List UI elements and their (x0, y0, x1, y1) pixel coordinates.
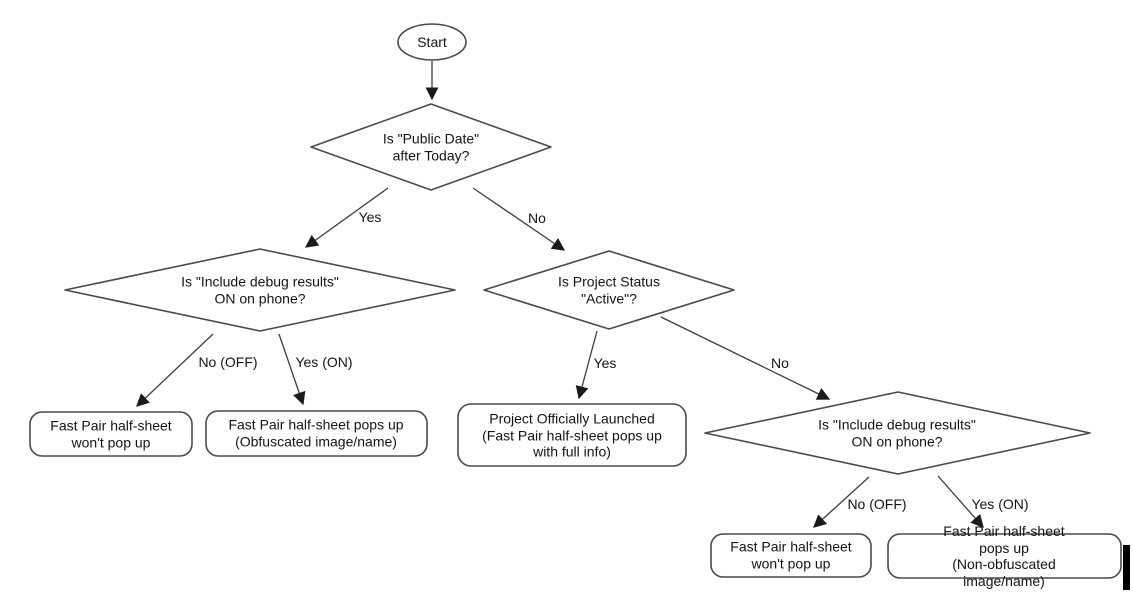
start-node-shape (397, 23, 467, 61)
edge-public-date-yes (304, 187, 389, 248)
debug-left-diamond-shape (64, 248, 456, 332)
edge-debug-left-no (136, 333, 214, 407)
edge-project-status-no (660, 316, 831, 400)
project-status-diamond-shape (483, 250, 735, 330)
edge-debug-right-yes (937, 475, 984, 528)
obfuscated-popup-box-shape (205, 410, 428, 457)
edge-debug-left-yes (278, 333, 306, 406)
no-popup-right-box-shape (710, 533, 872, 578)
launched-box-shape (457, 403, 687, 467)
public-date-diamond-shape (310, 103, 552, 191)
text-cursor-artifact (1123, 545, 1130, 590)
edge-debug-right-no (813, 476, 870, 528)
non-obfuscated-popup-box-shape (887, 533, 1122, 579)
debug-right-diamond-shape (704, 391, 1091, 475)
edge-public-date-no (472, 187, 566, 251)
no-popup-left-box-shape (29, 411, 193, 457)
edge-project-status-yes (575, 330, 598, 400)
